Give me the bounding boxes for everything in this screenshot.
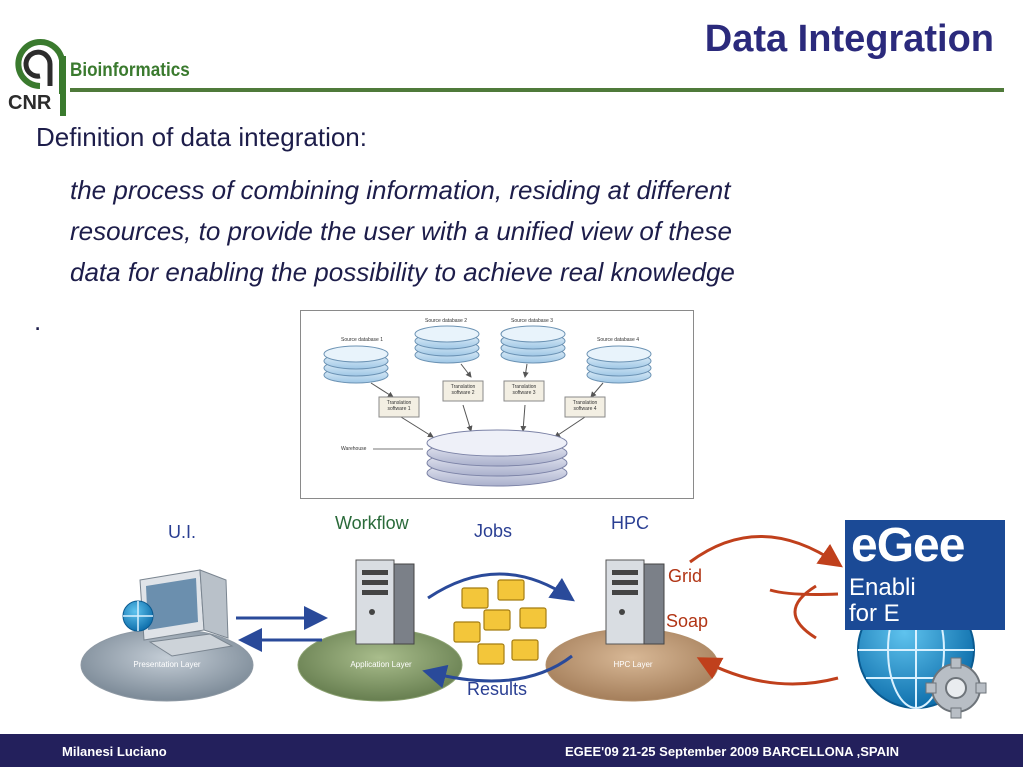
job-folders-icon [453,579,547,665]
results-label: Results [467,679,528,699]
logo-name: Bioinformatics [70,60,190,81]
translator-label: Translation software 4 [572,400,598,412]
source-db-3-icon [500,325,566,364]
arrow-soap [696,657,839,686]
footer-bar [0,734,1023,767]
source-label: Source database 1 [341,337,383,343]
arrow-jobs [427,572,575,602]
logo-org: CNR [8,92,52,114]
header-divider [70,88,1004,92]
translator-box-3 [503,380,545,402]
application-server-icon [355,559,415,645]
warehouse-diagram-svg [323,325,652,487]
egee-tagline-line2: for E [849,600,900,627]
warehouse-db-icon [426,429,568,487]
workflow-label: Workflow [335,513,409,533]
source-db-4-icon [586,345,652,384]
jobs-label: Jobs [474,521,513,541]
workstation-icon [122,569,234,657]
definition-line: the process of combining information, re… [70,175,731,205]
translator-box-1 [378,396,420,418]
arrow-results [422,654,573,689]
egee-logo-text: eGee [851,520,965,572]
definition-heading: Definition of data integration: [36,122,367,152]
presentation-layer-label: Presentation Layer [133,660,201,669]
trailing-dot: . [34,306,42,336]
egee-logo: eGee Enabli for E [845,520,1005,630]
translator-label: Translation software 3 [511,384,537,396]
hpc-layer-label: HPC Layer [613,660,653,669]
definition-line: data for enabling the possibility to ach… [70,257,735,287]
arrow-grid [689,535,843,568]
gear-icon [925,657,987,719]
source-db-2-icon [414,325,480,364]
translator-label: Translation software 2 [450,384,476,396]
application-layer-label: Application Layer [350,660,412,669]
hpc-server-icon [605,559,665,645]
translator-label: Translation software 1 [386,400,412,412]
architecture-diagram [80,535,987,719]
cnr-logo-icon [15,39,66,116]
soap-label: Soap [666,611,709,631]
grid-label: Grid [668,566,703,586]
source-label: Source database 2 [425,318,467,324]
egee-tagline-line1: Enabli [849,574,916,601]
page-title: Data Integration [704,18,994,60]
data-warehouse-diagram: Source database 1 Source database 2 Sour… [300,310,694,499]
arrow-soap-loop [793,584,817,640]
source-label: Source database 4 [597,337,639,343]
source-db-1-icon [323,345,389,384]
ui-label: U.I. [168,522,197,542]
translator-box-4 [564,396,606,418]
translator-box-2 [442,380,484,402]
footer-event: EGEE'09 21-25 September 2009 BARCELLONA … [565,744,899,759]
definition-body: the process of combining information, re… [70,170,970,293]
footer-author: Milanesi Luciano [62,744,167,759]
source-label: Source database 3 [511,318,553,324]
definition-line: resources, to provide the user with a un… [70,216,732,246]
warehouse-label: Warehouse [341,446,367,452]
hpc-label: HPC [611,513,650,533]
arrow-grid-return [769,588,839,596]
